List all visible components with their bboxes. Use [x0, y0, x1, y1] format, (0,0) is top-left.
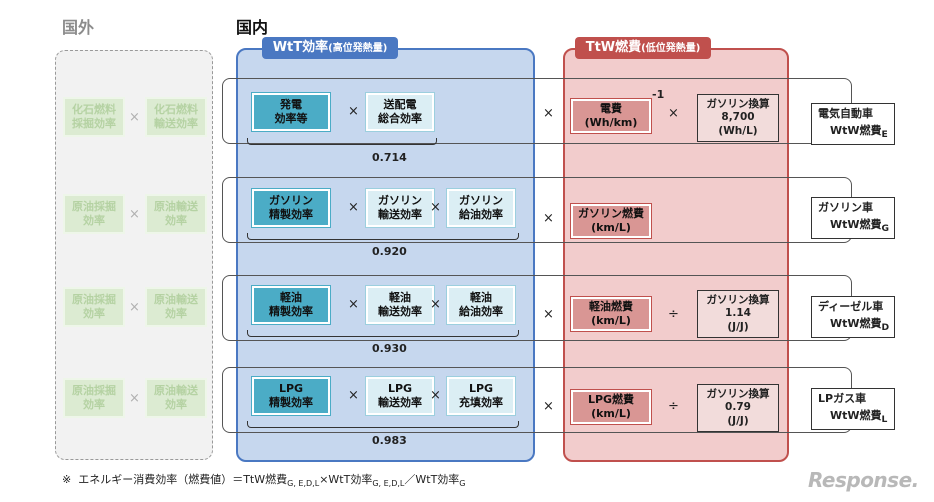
wtt-box: ガソリン 給油効率: [446, 188, 516, 228]
wtt-value: 0.920: [372, 245, 407, 258]
result-formula: WtW燃費: [830, 316, 882, 330]
footnote-text: ／WtT効率: [404, 473, 460, 486]
conversion-operator: ÷: [668, 307, 679, 322]
result-subscript: E: [881, 128, 888, 140]
wtt-box: 発電 効率等: [251, 92, 331, 132]
result-formula: WtW燃費: [830, 123, 882, 137]
wtt-brace: [247, 421, 519, 428]
overseas-box: 原油採掘 効率: [63, 194, 125, 234]
footnote-text: ×WtT効率: [319, 473, 373, 486]
overseas-box: 化石燃料 輸送効率: [145, 97, 207, 137]
result-box: 電気自動車 WtW燃費E: [811, 103, 895, 145]
ttw-header-sub: (低位発熱量): [641, 43, 701, 54]
ttw-box: LPG燃費 (km/L): [570, 389, 652, 425]
conversion-operator: ×: [668, 106, 679, 121]
result-subscript: D: [881, 321, 890, 333]
footnote-sub: G, E,D,L: [287, 479, 320, 489]
wtt-brace: [247, 330, 519, 337]
result-box: ガソリン車 WtW燃費G: [811, 197, 895, 239]
gasoline-conversion-box: ガソリン換算 1.14 (J/J): [697, 290, 779, 338]
domestic-header: 国内: [236, 18, 269, 37]
wtt-brace: [247, 233, 519, 240]
multiply-operator: ×: [129, 207, 140, 222]
multiply-operator: ×: [543, 399, 554, 414]
footnote: ※ エネルギー消費効率（燃費値）＝TtW燃費G, E,D,L×WtT効率G, E…: [62, 471, 466, 488]
multiply-operator: ×: [543, 307, 554, 322]
multiply-operator: ×: [430, 388, 441, 403]
result-subscript: G: [881, 222, 890, 234]
result-title: ディーゼル車: [818, 300, 884, 314]
footnote-sub: G: [459, 479, 466, 489]
wtt-box: ガソリン 輸送効率: [365, 188, 435, 228]
ttw-box: 軽油燃費 (km/L): [570, 296, 652, 332]
multiply-operator: ×: [348, 297, 359, 312]
wtt-header-tab: WtT効率(高位発熱量): [262, 37, 398, 59]
result-title: ガソリン車: [818, 201, 873, 215]
footnote-text: エネルギー消費効率（燃費値）＝TtW燃費: [78, 473, 288, 486]
wtt-box: 軽油 給油効率: [446, 285, 516, 325]
footnote-mark: ※: [62, 473, 72, 486]
overseas-box: 原油輸送 効率: [145, 378, 207, 418]
gasoline-conversion-box: ガソリン換算 0.79 (J/J): [697, 384, 779, 432]
wtt-brace: [247, 138, 437, 145]
overseas-box: 原油採掘 効率: [63, 378, 125, 418]
response-logo: Response.: [808, 468, 919, 492]
wtt-value: 0.714: [372, 151, 407, 164]
result-box: LPガス車 WtW燃費L: [811, 388, 895, 430]
multiply-operator: ×: [129, 110, 140, 125]
multiply-operator: ×: [129, 300, 140, 315]
gasoline-conversion-box: ガソリン換算 8,700 (Wh/L): [697, 94, 779, 142]
multiply-operator: ×: [430, 297, 441, 312]
wtt-box: 軽油 輸送効率: [365, 285, 435, 325]
result-title: 電気自動車: [818, 107, 873, 121]
multiply-operator: ×: [129, 391, 140, 406]
multiply-operator: ×: [430, 200, 441, 215]
overseas-box: 原油輸送 効率: [145, 287, 207, 327]
overseas-box: 原油輸送 効率: [145, 194, 207, 234]
inverse-superscript: -1: [652, 88, 665, 101]
ttw-box: 電費 (Wh/km): [570, 98, 652, 134]
ttw-box: ガソリン燃費 (km/L): [570, 203, 652, 239]
wtt-box: LPG 輸送効率: [365, 376, 435, 416]
wtt-box: ガソリン 精製効率: [251, 188, 331, 228]
overseas-box: 化石燃料 採掘効率: [63, 97, 125, 137]
result-formula: WtW燃費: [830, 408, 882, 422]
wtt-box: 軽油 精製効率: [251, 285, 331, 325]
wtt-box: LPG 充填効率: [446, 376, 516, 416]
wtt-header-main: WtT効率: [272, 40, 329, 55]
conversion-operator: ÷: [668, 399, 679, 414]
multiply-operator: ×: [348, 104, 359, 119]
overseas-header: 国外: [62, 18, 95, 37]
result-formula: WtW燃費: [830, 217, 882, 231]
multiply-operator: ×: [543, 106, 554, 121]
wtt-box: LPG 精製効率: [251, 376, 331, 416]
result-subscript: L: [881, 413, 888, 425]
overseas-box: 原油採掘 効率: [63, 287, 125, 327]
result-box: ディーゼル車 WtW燃費D: [811, 296, 895, 338]
wtt-value: 0.930: [372, 342, 407, 355]
multiply-operator: ×: [348, 200, 359, 215]
ttw-header-main: TtW燃費: [585, 40, 642, 55]
multiply-operator: ×: [543, 211, 554, 226]
multiply-operator: ×: [348, 388, 359, 403]
wtt-value: 0.983: [372, 434, 407, 447]
wtt-box: 送配電 総合効率: [365, 92, 435, 132]
wtt-header-sub: (高位発熱量): [328, 43, 388, 54]
footnote-sub: G, E,D,L: [372, 479, 405, 489]
ttw-header-tab: TtW燃費(低位発熱量): [575, 37, 711, 59]
result-title: LPガス車: [818, 392, 867, 406]
